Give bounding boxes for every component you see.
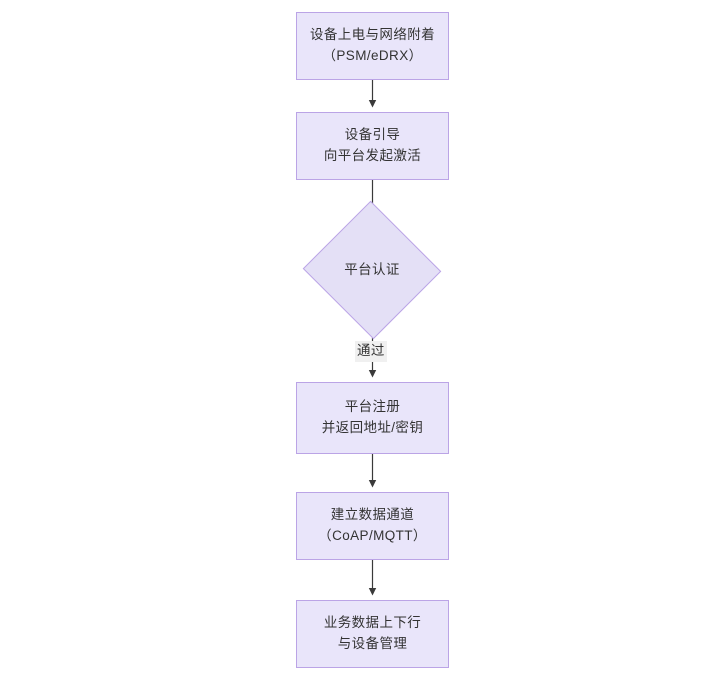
node-establish-data-channel[interactable]: 建立数据通道 （CoAP/MQTT） [296,492,449,560]
node-device-bootstrap[interactable]: 设备引导 向平台发起激活 [296,112,449,180]
node-device-power-on[interactable]: 设备上电与网络附着 （PSM/eDRX） [296,12,449,80]
node-label-line: 建立数据通道 [330,507,415,523]
node-label-line: （CoAP/MQTT） [318,528,427,543]
node-label-line: 向平台发起激活 [323,148,422,163]
node-label-line: 平台注册 [344,399,401,415]
node-label-line: 业务数据上下行 [323,615,422,631]
node-platform-registration[interactable]: 平台注册 并返回地址/密钥 [296,382,449,454]
node-label-line: 与设备管理 [337,636,408,651]
node-label-line: 平台认证 [344,261,400,277]
node-business-data-and-device-management[interactable]: 业务数据上下行 与设备管理 [296,600,449,668]
node-label-line: 设备引导 [344,127,401,143]
node-label-line: 并返回地址/密钥 [321,420,424,435]
edge-label-pass: 通过 [355,341,387,362]
node-label-line: （PSM/eDRX） [322,48,423,63]
node-platform-authentication[interactable]: 平台认证 [302,200,442,340]
node-label-line: 设备上电与网络附着 [309,27,436,43]
